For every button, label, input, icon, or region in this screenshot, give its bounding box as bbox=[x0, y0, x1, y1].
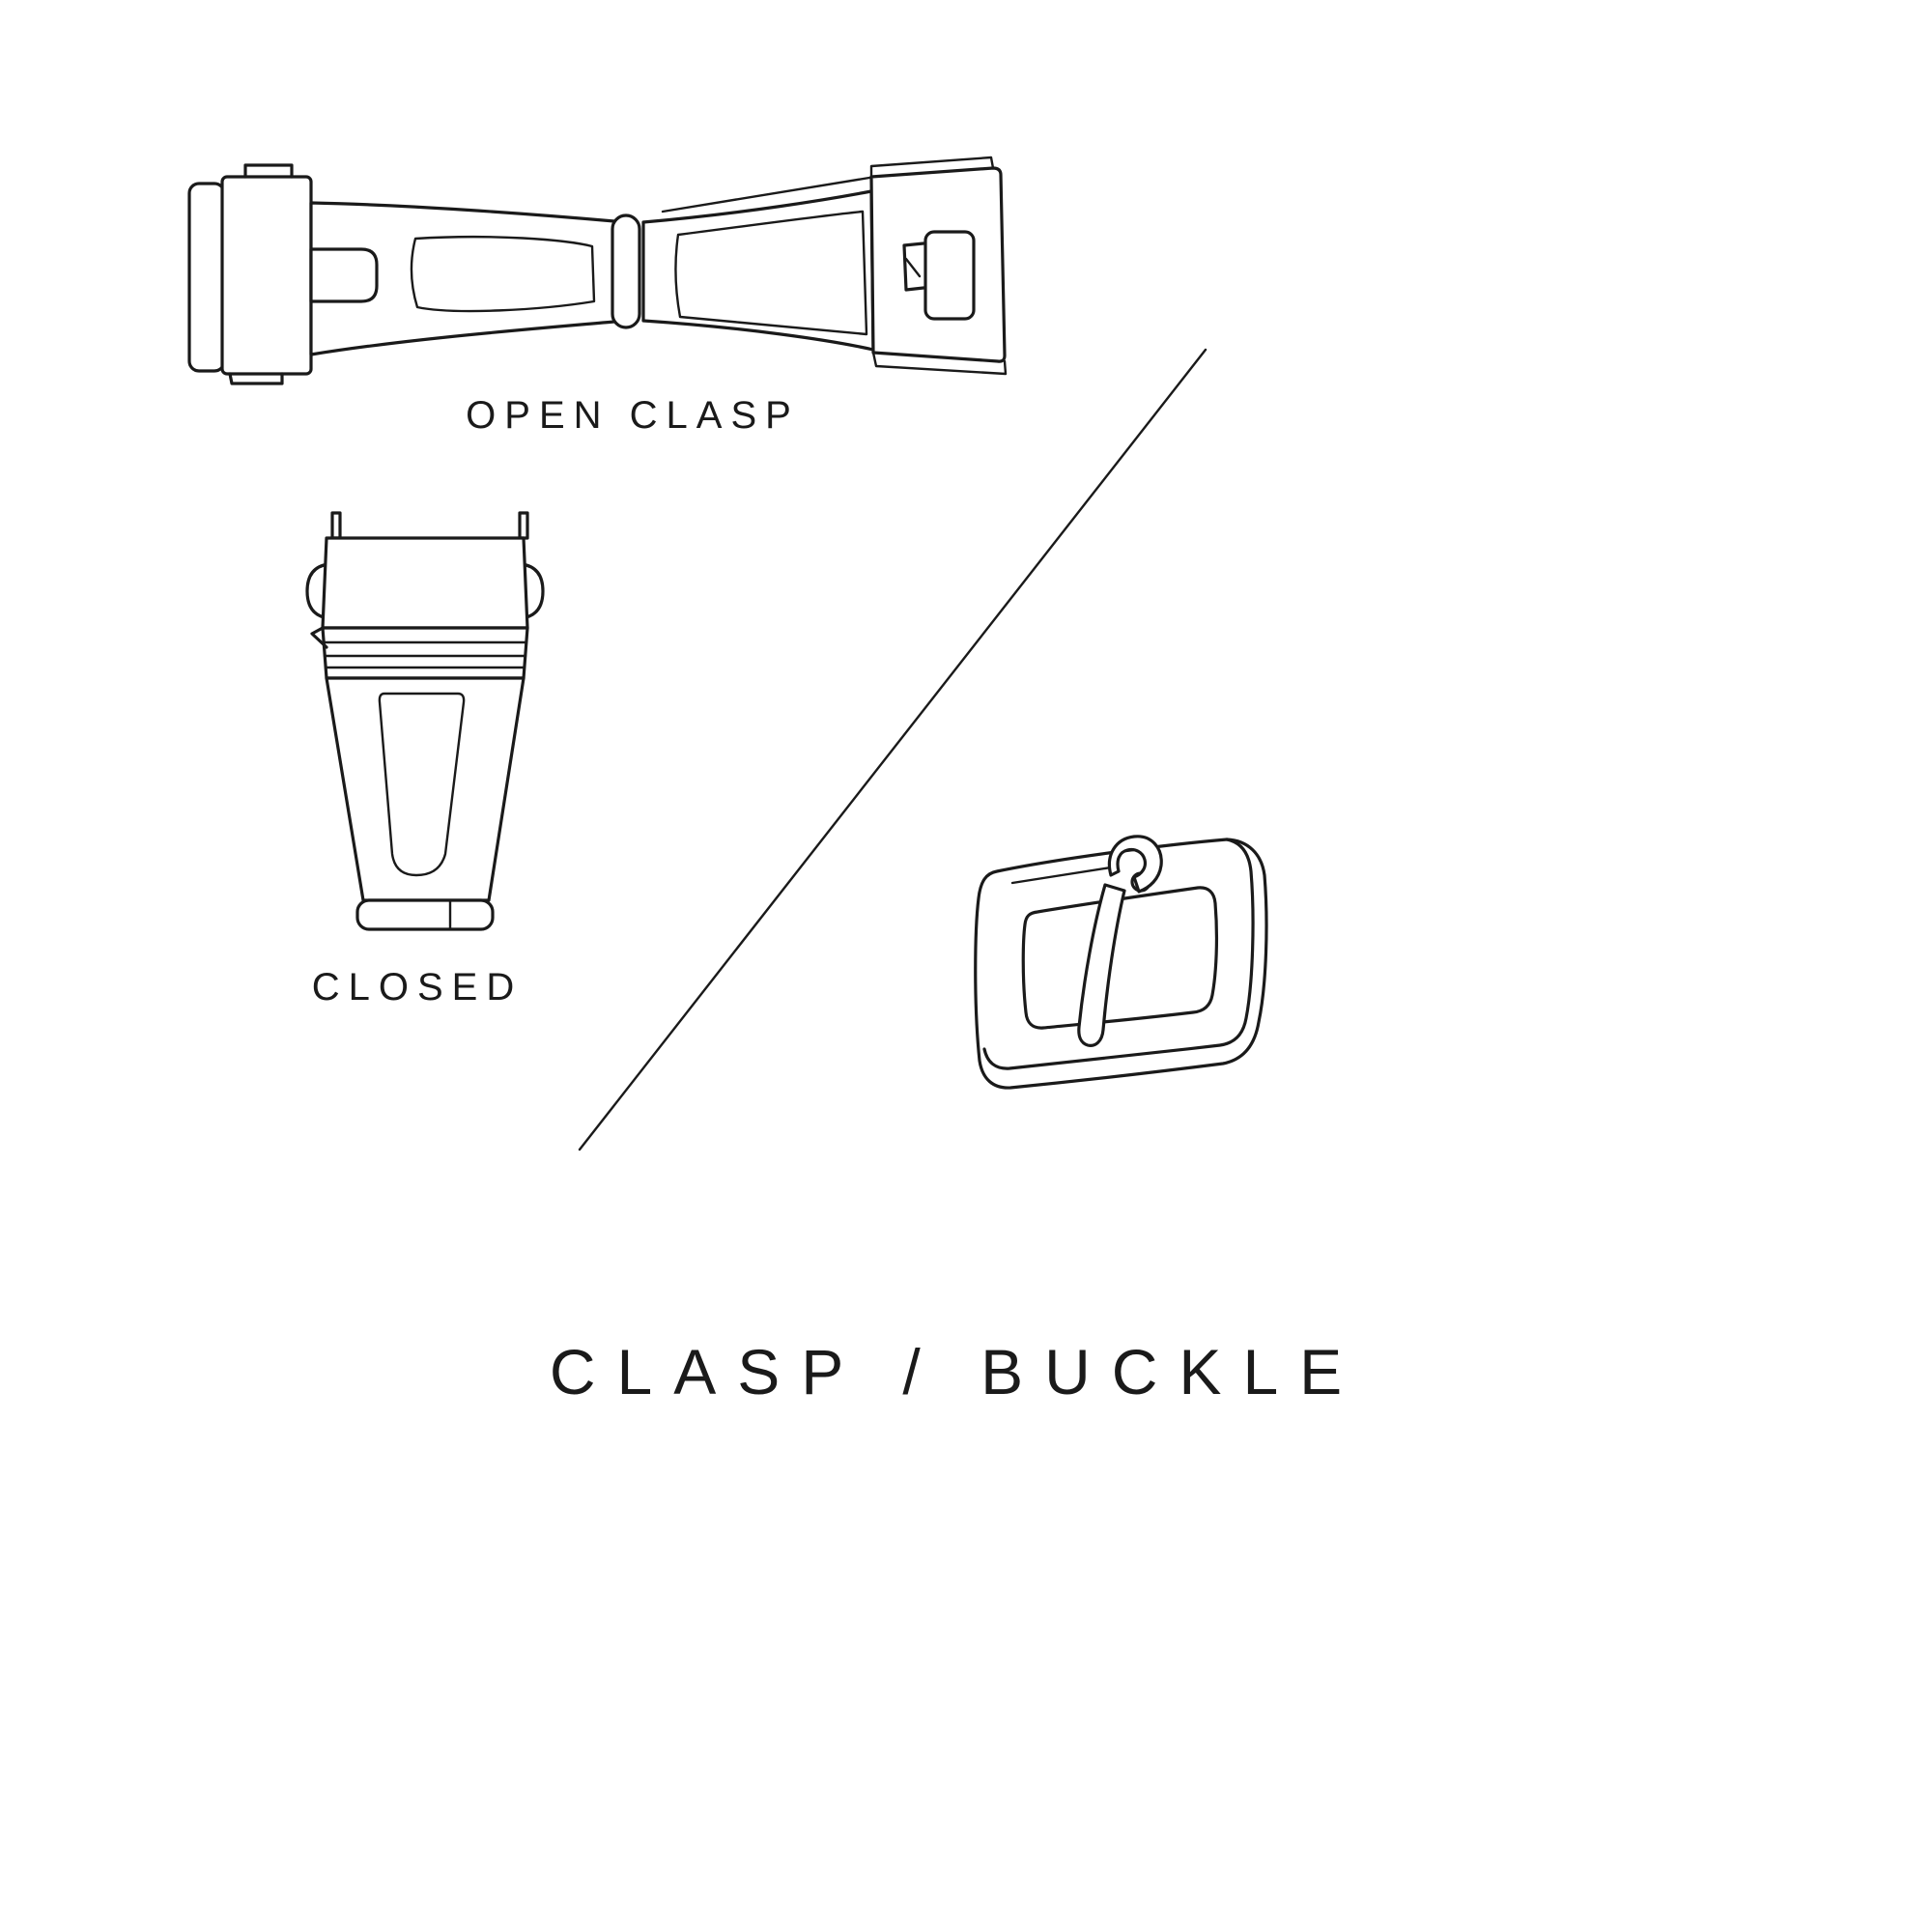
closed-clasp-illustration bbox=[305, 511, 545, 931]
divider-line bbox=[578, 348, 1208, 1151]
open-clasp-label: OPEN CLASP bbox=[466, 394, 800, 437]
open-clasp-illustration bbox=[187, 156, 1008, 385]
closed-label: CLOSED bbox=[311, 966, 524, 1009]
diagram-title: CLASP / BUCKLE bbox=[549, 1336, 1364, 1407]
tang-buckle-illustration bbox=[974, 835, 1268, 1090]
